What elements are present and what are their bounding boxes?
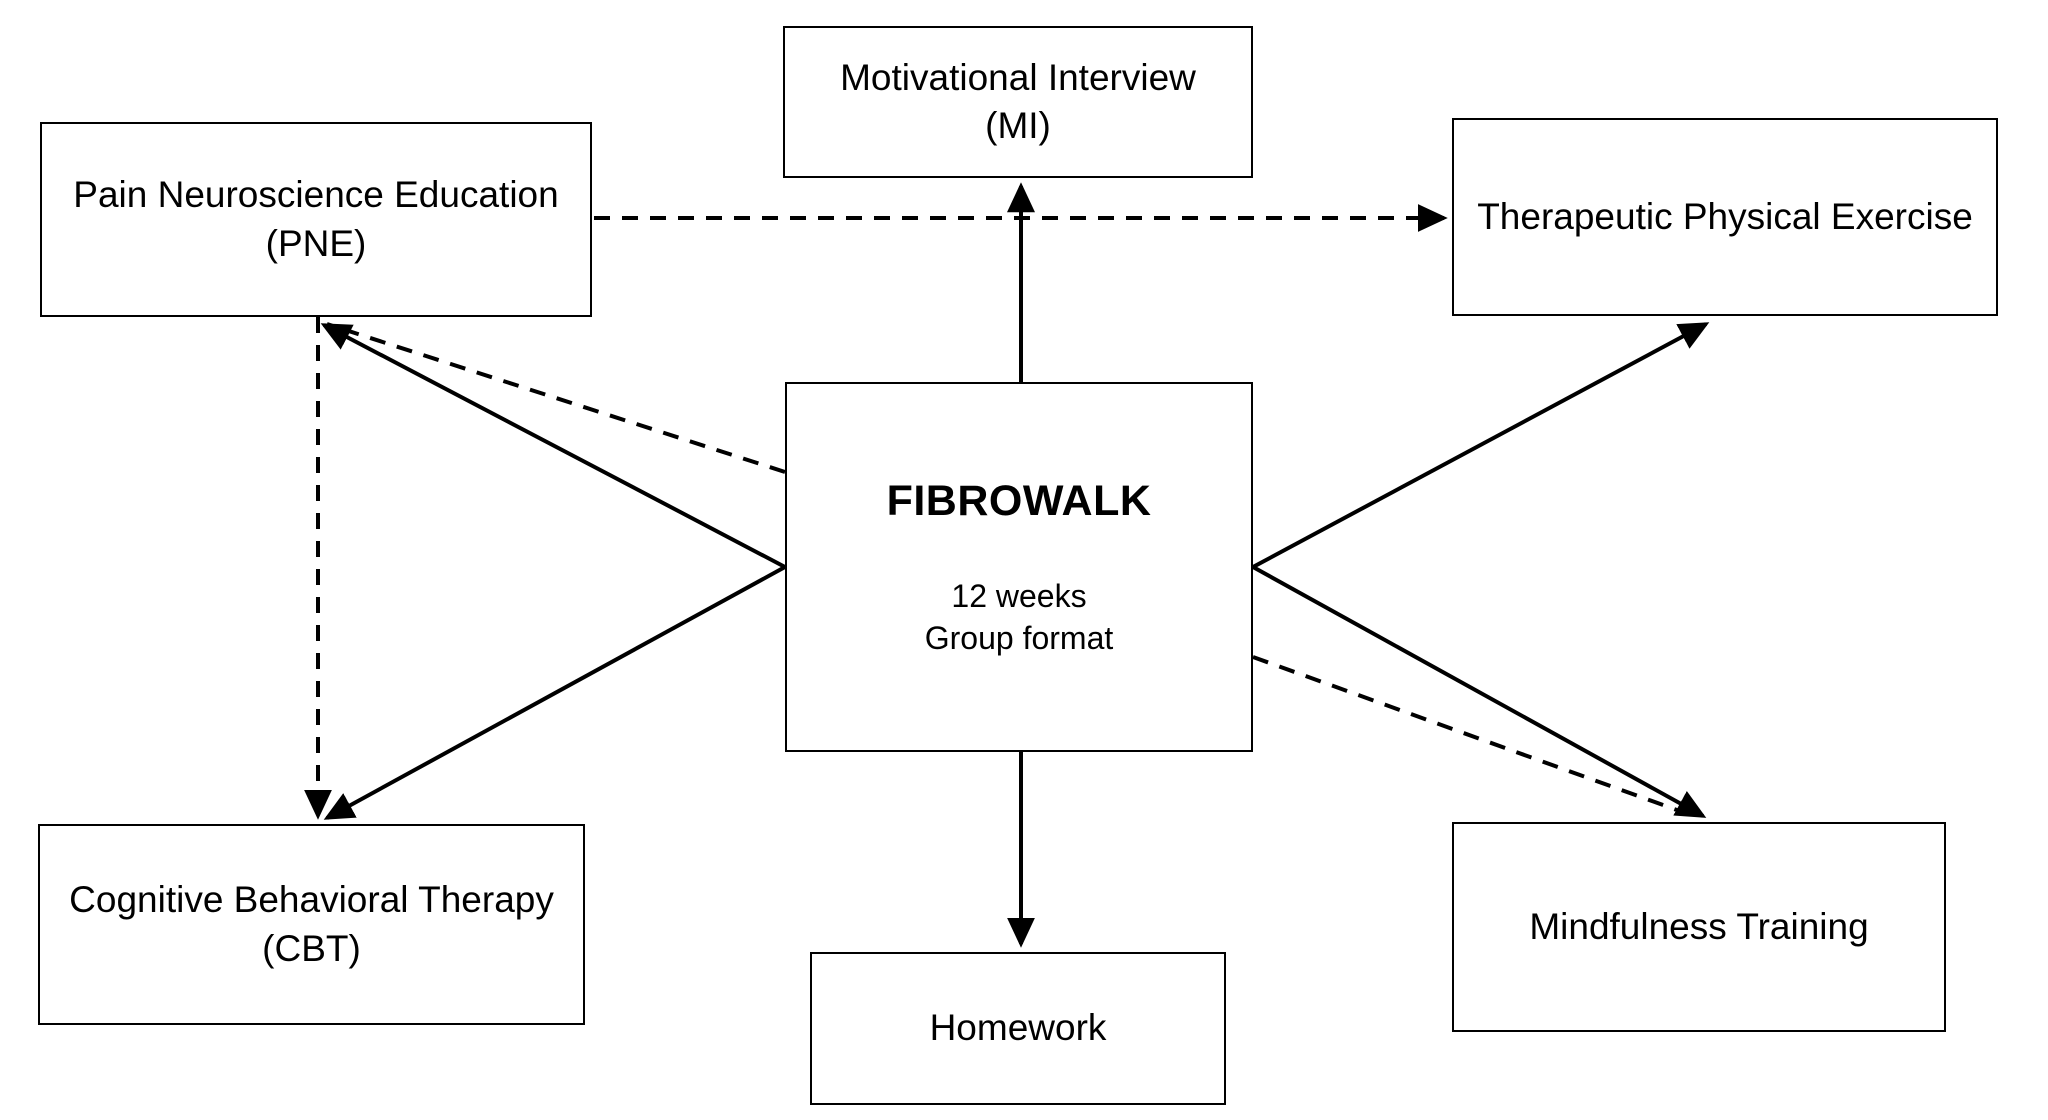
edge-fibrowalk-to-pne-dashed bbox=[326, 322, 786, 474]
node-therapeutic-physical-exercise[interactable]: Therapeutic Physical Exercise bbox=[1452, 118, 1998, 316]
edge-fibrowalk-to-cbt bbox=[323, 565, 786, 820]
node-mindfulness-training[interactable]: Mindfulness Training bbox=[1452, 822, 1946, 1032]
node-homework-label: Homework bbox=[929, 1007, 1107, 1049]
edge-fibrowalk-to-pne-solid bbox=[320, 323, 786, 569]
edge-fibrowalk-to-mindfulness-dashed bbox=[1252, 655, 1700, 820]
node-fibrowalk-duration: 12 weeks bbox=[951, 578, 1087, 615]
edge-fibrowalk-to-mindfulness-solid bbox=[1252, 565, 1707, 818]
edge-fibrowalk-to-tpe bbox=[1252, 322, 1710, 569]
node-pain-neuroscience-education[interactable]: Pain Neuroscience Education (PNE) bbox=[40, 122, 592, 317]
node-pne-label-line1: Pain Neuroscience Education bbox=[73, 174, 559, 216]
node-cognitive-behavioral-therapy[interactable]: Cognitive Behavioral Therapy (CBT) bbox=[38, 824, 585, 1025]
node-mi-label-line2: (MI) bbox=[985, 105, 1051, 146]
node-cbt-label-line2: (CBT) bbox=[262, 927, 361, 969]
node-fibrowalk[interactable]: FIBROWALK 12 weeks Group format bbox=[785, 382, 1253, 752]
node-fibrowalk-format: Group format bbox=[924, 619, 1114, 656]
node-mindfulness-label: Mindfulness Training bbox=[1529, 905, 1869, 947]
node-mi-label-line1: Motivational Interview bbox=[840, 56, 1196, 98]
node-tpe-label-line1: Therapeutic Physical Exercise bbox=[1477, 195, 1973, 237]
node-fibrowalk-title: FIBROWALK bbox=[886, 477, 1152, 526]
node-cbt-label-line1: Cognitive Behavioral Therapy bbox=[69, 879, 554, 921]
node-pne-label-line2: (PNE) bbox=[265, 222, 367, 264]
node-motivational-interview[interactable]: Motivational Interview (MI) bbox=[783, 26, 1253, 178]
node-homework[interactable]: Homework bbox=[810, 952, 1226, 1105]
